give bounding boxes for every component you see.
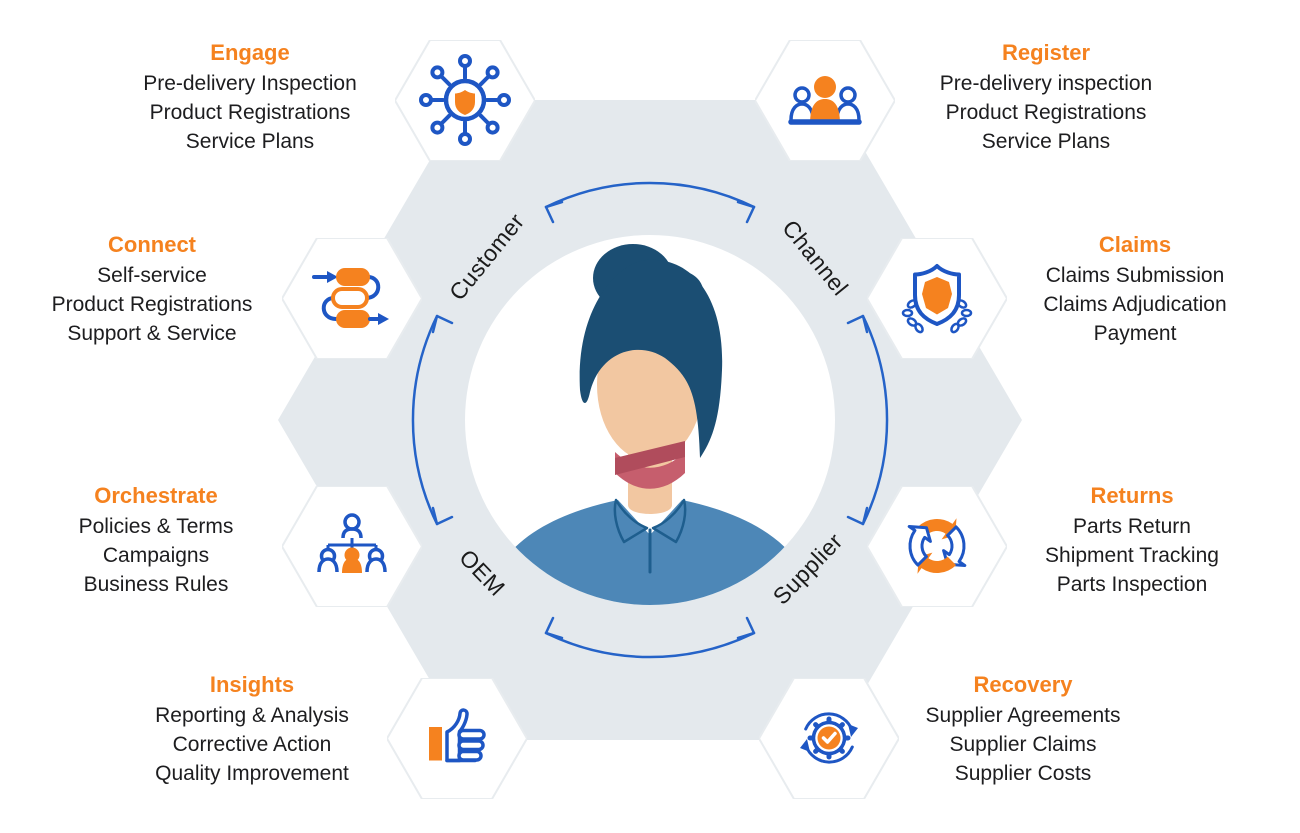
section-recovery-line-3: Supplier Costs [954,762,1092,785]
cycle-arrow-top-head-right [736,200,756,224]
section-insights-line-2: Corrective Action [172,733,332,756]
section-insights: Insights Reporting & Analysis Corrective… [62,670,442,788]
process-flow-icon [312,268,389,328]
section-claims: Claims Claims Submission Claims Adjudica… [945,230,1300,348]
section-engage-line-3: Service Plans [185,130,315,153]
cycle-arrow-left-head-bottom [431,506,454,526]
hex-recovery [759,678,899,799]
section-insights-line-3: Quality Improvement [155,762,349,785]
section-claims-line-3: Payment [1093,322,1177,345]
section-connect-title: Connect [108,232,196,257]
section-orchestrate: Orchestrate Policies & Terms Campaigns B… [0,481,346,599]
hex-claims [867,238,1007,359]
section-connect-line-3: Support & Service [67,322,237,345]
cycle-arrow-top [544,181,756,209]
section-returns-line-1: Parts Return [1073,515,1191,538]
section-orchestrate-line-3: Business Rules [83,573,229,596]
section-register-line-2: Product Registrations [945,101,1147,124]
cycle-arrow-left [411,314,439,526]
section-engage-line-1: Pre-delivery Inspection [143,72,357,95]
section-recovery: Recovery Supplier Agreements Supplier Cl… [833,670,1213,788]
cycle-arrow-top-head-left [544,200,564,224]
section-orchestrate-line-2: Campaigns [102,544,210,567]
hex-returns [867,486,1007,607]
cycle-arrow-right [861,314,889,526]
section-orchestrate-title: Orchestrate [94,483,218,508]
cycle-arrow-left-head-top [431,314,454,334]
cycle-arrow-right-head-bottom [846,506,869,526]
cycle-arrow-bottom-head-right [736,616,756,640]
people-meeting-icon [788,76,862,125]
shield-laurel-icon [901,264,973,334]
section-recovery-line-2: Supplier Claims [949,733,1097,756]
section-claims-line-1: Claims Submission [1045,264,1225,287]
section-connect-line-2: Product Registrations [51,293,253,316]
org-chart-icon [317,513,387,573]
section-returns: Returns Parts Return Shipment Tracking P… [942,481,1300,599]
section-connect: Connect Self-service Product Registratio… [0,230,342,348]
circular-arrows-icon [907,518,967,574]
section-register-line-3: Service Plans [981,130,1111,153]
section-returns-title: Returns [1090,483,1174,508]
section-engage: Engage Pre-delivery Inspection Product R… [60,38,440,156]
section-engage-line-2: Product Registrations [149,101,351,124]
section-claims-line-2: Claims Adjudication [1043,293,1227,316]
section-register-title: Register [1001,40,1091,65]
section-returns-line-3: Parts Inspection [1056,573,1208,596]
hex-connect [282,238,422,359]
section-register-line-1: Pre-delivery inspection [939,72,1153,95]
gear-sync-check-icon [800,712,858,764]
thumbs-up-icon [429,708,486,763]
section-insights-title: Insights [209,672,295,697]
hex-engage [395,40,535,161]
cycle-arrow-right-head-top [846,314,869,334]
section-connect-line-1: Self-service [97,264,207,287]
section-orchestrate-line-1: Policies & Terms [78,515,234,538]
cycle-arrow-bottom [544,631,756,659]
hex-orchestrate [282,486,422,607]
section-insights-line-1: Reporting & Analysis [155,704,349,727]
section-recovery-line-1: Supplier Agreements [925,704,1121,727]
section-returns-line-2: Shipment Tracking [1045,544,1219,567]
section-engage-title: Engage [210,40,290,65]
network-hub-icon [419,54,511,146]
hex-register [755,40,895,161]
section-register: Register Pre-delivery inspection Product… [856,38,1236,156]
section-claims-title: Claims [1098,232,1172,257]
hex-insights [387,678,527,799]
section-recovery-title: Recovery [973,672,1073,697]
cycle-arrow-bottom-head-left [544,616,564,640]
